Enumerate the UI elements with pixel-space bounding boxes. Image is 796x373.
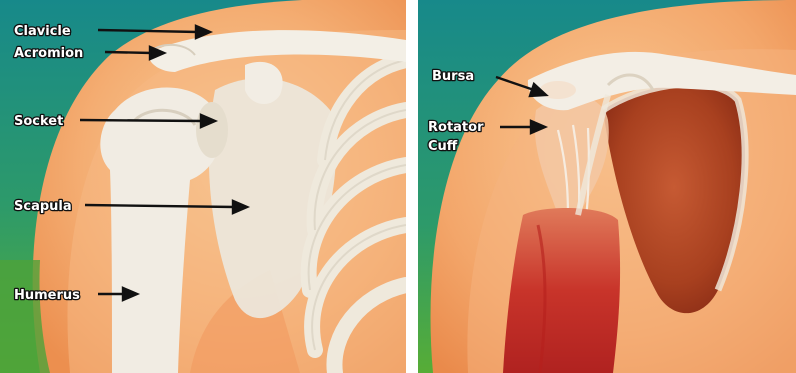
label-socket: Socket [14,114,63,129]
label-cuff: Cuff [428,139,458,154]
label-humerus: Humerus [14,288,80,303]
label-acromion: Acromion [14,46,83,61]
label-clavicle: Clavicle [14,24,71,39]
right-muscles-illustration: Bursa Rotator Cuff [418,0,796,373]
coracoid-process [245,62,283,104]
bursa-sac [540,81,576,99]
label-scapula: Scapula [14,199,72,214]
panel-divider [406,0,418,373]
label-rotator: Rotator [428,120,484,135]
socket-joint [196,102,228,158]
right-panel-rotator-cuff: Bursa Rotator Cuff [418,0,796,373]
left-bones-illustration: Clavicle Acromion Socket Scapula Humerus [0,0,406,373]
left-panel-bones: Clavicle Acromion Socket Scapula Humerus [0,0,406,373]
label-bursa: Bursa [432,69,474,84]
deltoid-muscle [503,208,620,373]
